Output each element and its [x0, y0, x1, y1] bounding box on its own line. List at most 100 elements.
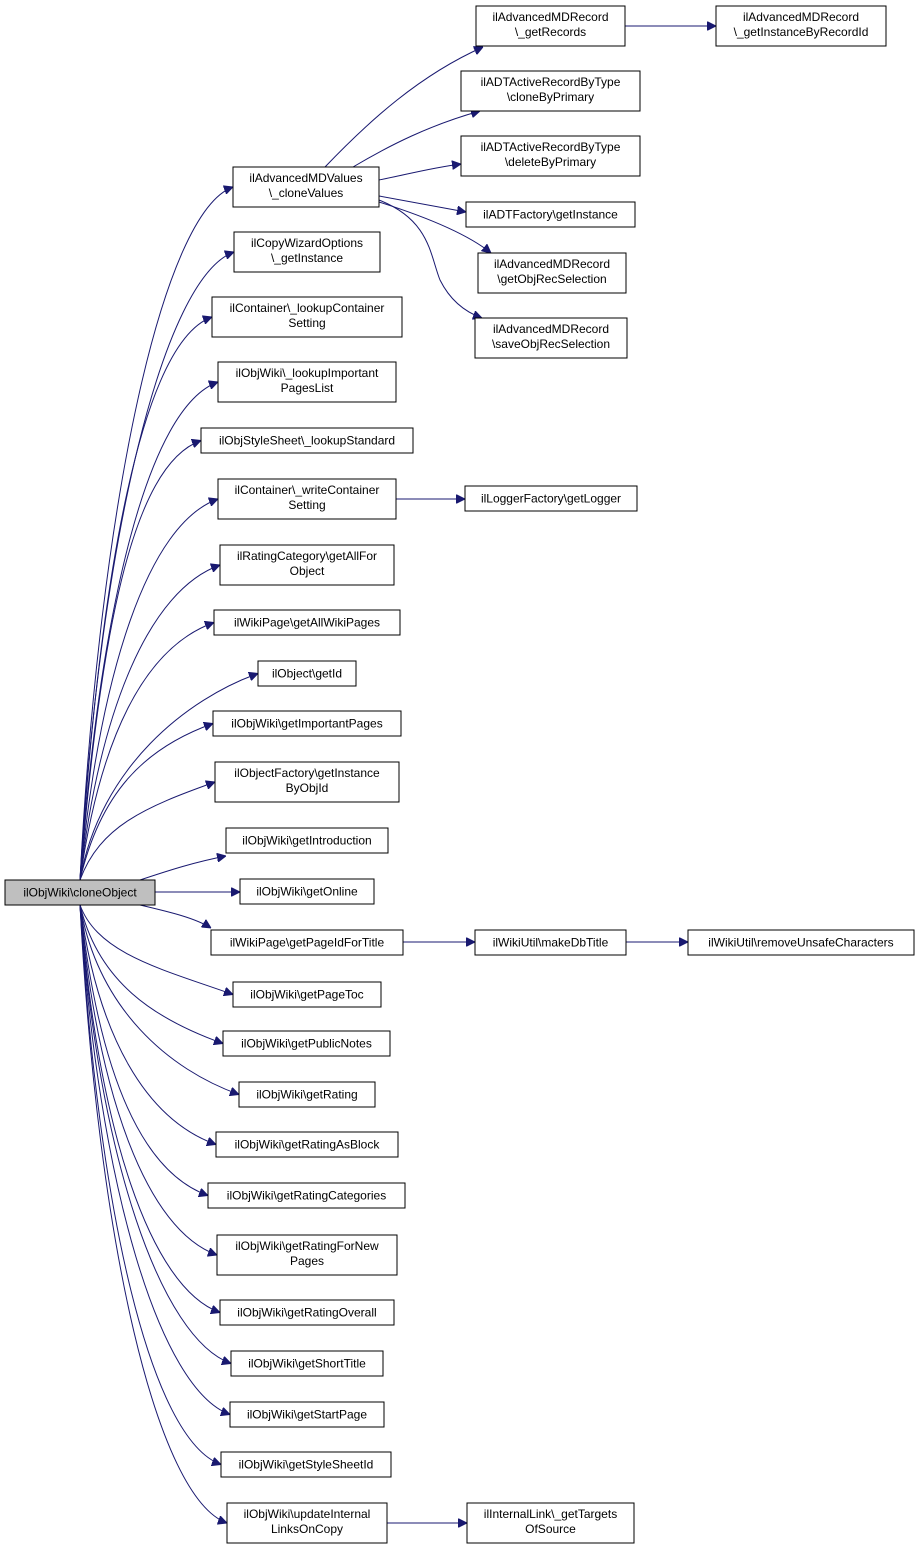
edge-root-object_get_id	[79, 674, 258, 881]
node-lookup-standard[interactable]: ilObjStyleSheet\_lookupStandard	[200, 427, 414, 454]
node-label-line: ilAdvancedMDRecord	[492, 10, 608, 24]
edge-root-rating_overall	[79, 904, 220, 1313]
edge-root-rating_category	[79, 565, 220, 881]
node-box	[232, 166, 380, 208]
edge-clone_values-clone_by_primary	[352, 111, 480, 168]
node-page-toc[interactable]: ilObjWiki\getPageToc	[232, 981, 382, 1008]
node-introduction[interactable]: ilObjWiki\getIntroduction	[225, 827, 389, 854]
node-rating-categories[interactable]: ilObjWiki\getRatingCategories	[207, 1182, 406, 1209]
node-label-line: ilObjWiki\getRatingCategories	[227, 1189, 386, 1203]
node-delete-by-primary[interactable]: ilADTActiveRecordByType\deleteByPrimary	[460, 135, 641, 177]
node-get-records[interactable]: ilAdvancedMDRecord\_getRecords	[475, 5, 626, 47]
node-label-line: ilWikiPage\getAllWikiPages	[234, 616, 380, 630]
node-box	[217, 361, 397, 403]
edge-root-introduction	[139, 856, 226, 881]
node-label-line: ilObjWiki\getPublicNotes	[241, 1037, 372, 1051]
node-label-line: ilWikiPage\getPageIdForTitle	[230, 936, 385, 950]
edge-root-important_pages	[79, 724, 213, 881]
node-box	[466, 1502, 635, 1544]
node-label-line: \_cloneValues	[269, 186, 344, 200]
node-clone-by-primary[interactable]: ilADTActiveRecordByType\cloneByPrimary	[460, 70, 641, 112]
edge-root-page_id_for_title	[139, 904, 211, 928]
node-get-obj-rec-sel[interactable]: ilAdvancedMDRecord\getObjRecSelection	[477, 252, 627, 294]
node-label-line: ilObjWiki\getRatingOverall	[237, 1306, 376, 1320]
node-root[interactable]: ilObjWiki\cloneObject	[4, 879, 156, 906]
node-all-wiki-pages[interactable]: ilWikiPage\getAllWikiPages	[213, 609, 401, 636]
node-online[interactable]: ilObjWiki\getOnline	[239, 878, 375, 905]
node-label-line: ilAdvancedMDRecord	[493, 322, 609, 336]
node-page-id-for-title[interactable]: ilWikiPage\getPageIdForTitle	[210, 929, 404, 956]
node-label-line: Setting	[288, 316, 325, 330]
edge-root-rating_as_block	[79, 904, 216, 1145]
edge-root-rating_categories	[79, 904, 208, 1196]
function-nodes: ilObjWiki\cloneObject ilAdvancedMDValues\…	[4, 5, 915, 1544]
node-label-line: ilWikiUtil\removeUnsafeCharacters	[708, 936, 893, 950]
node-label-line: ilObjWiki\getRating	[256, 1088, 357, 1102]
node-box	[4, 879, 156, 906]
node-clone-values[interactable]: ilAdvancedMDValues\_cloneValues	[232, 166, 380, 208]
node-box	[219, 544, 395, 586]
node-label-line: \_getInstance	[271, 251, 343, 265]
node-label-line: ilObjWiki\cloneObject	[23, 886, 137, 900]
node-make-db-title[interactable]: ilWikiUtil\makeDbTitle	[474, 929, 627, 956]
node-box	[210, 929, 404, 956]
edge-clone_values-adt_factory	[378, 195, 466, 212]
node-label-line: PagesList	[281, 381, 334, 395]
node-label-line: LinksOnCopy	[271, 1522, 343, 1536]
node-rating[interactable]: ilObjWiki\getRating	[238, 1081, 376, 1108]
node-remove-unsafe[interactable]: ilWikiUtil\removeUnsafeCharacters	[687, 929, 915, 956]
edge-root-rating_for_new	[79, 904, 217, 1255]
edge-root-lookup_important	[79, 382, 218, 881]
node-label-line: ilContainer\_writeContainer	[235, 483, 380, 497]
node-label-line: ilADTActiveRecordByType	[481, 140, 621, 154]
node-box	[474, 929, 627, 956]
edge-root-write_container	[79, 499, 218, 881]
node-logger[interactable]: ilLoggerFactory\getLogger	[464, 485, 638, 512]
node-box	[214, 761, 400, 803]
node-label-line: ilAdvancedMDRecord	[494, 257, 610, 271]
node-box	[230, 1350, 384, 1377]
node-label-line: \getObjRecSelection	[497, 272, 606, 286]
node-label-line: ilObjWiki\getStyleSheetId	[239, 1458, 374, 1472]
edge-root-object_factory	[79, 782, 215, 881]
node-box	[465, 201, 636, 228]
edge-root-page_toc	[79, 904, 233, 995]
node-short-title[interactable]: ilObjWiki\getShortTitle	[230, 1350, 384, 1377]
node-adt-factory[interactable]: ilADTFactory\getInstance	[465, 201, 636, 228]
edge-root-rating	[79, 904, 239, 1095]
node-important-pages[interactable]: ilObjWiki\getImportantPages	[212, 710, 402, 737]
call-edges	[79, 26, 716, 1523]
node-box	[216, 1234, 398, 1276]
node-box	[475, 5, 626, 47]
edge-root-lookup_container	[79, 317, 212, 881]
node-save-obj-rec-sel[interactable]: ilAdvancedMDRecord\saveObjRecSelection	[474, 317, 628, 359]
node-object-get-id[interactable]: ilObject\getId	[257, 660, 357, 687]
node-instance-by-record[interactable]: ilAdvancedMDRecord\_getInstanceByRecordI…	[715, 5, 887, 47]
node-style-sheet-id[interactable]: ilObjWiki\getStyleSheetId	[220, 1451, 392, 1478]
node-box	[229, 1401, 385, 1428]
node-rating-overall[interactable]: ilObjWiki\getRatingOverall	[219, 1299, 395, 1326]
node-label-line: ilCopyWizardOptions	[251, 236, 363, 250]
node-label-line: Setting	[288, 498, 325, 512]
node-box	[219, 1299, 395, 1326]
node-start-page[interactable]: ilObjWiki\getStartPage	[229, 1401, 385, 1428]
node-label-line: ilObjWiki\getShortTitle	[248, 1357, 366, 1371]
node-box	[477, 252, 627, 294]
node-copy-wizard[interactable]: ilCopyWizardOptions\_getInstance	[233, 231, 381, 273]
node-box	[222, 1030, 391, 1057]
edge-clone_values-delete_by_primary	[378, 164, 461, 181]
node-label-line: ilRatingCategory\getAllFor	[237, 549, 377, 563]
node-rating-as-block[interactable]: ilObjWiki\getRatingAsBlock	[215, 1131, 399, 1158]
node-label-line: ilObjWiki\getPageToc	[250, 988, 363, 1002]
node-label-line: ilContainer\_lookupContainer	[230, 301, 385, 315]
node-public-notes[interactable]: ilObjWiki\getPublicNotes	[222, 1030, 391, 1057]
node-box	[211, 296, 403, 338]
